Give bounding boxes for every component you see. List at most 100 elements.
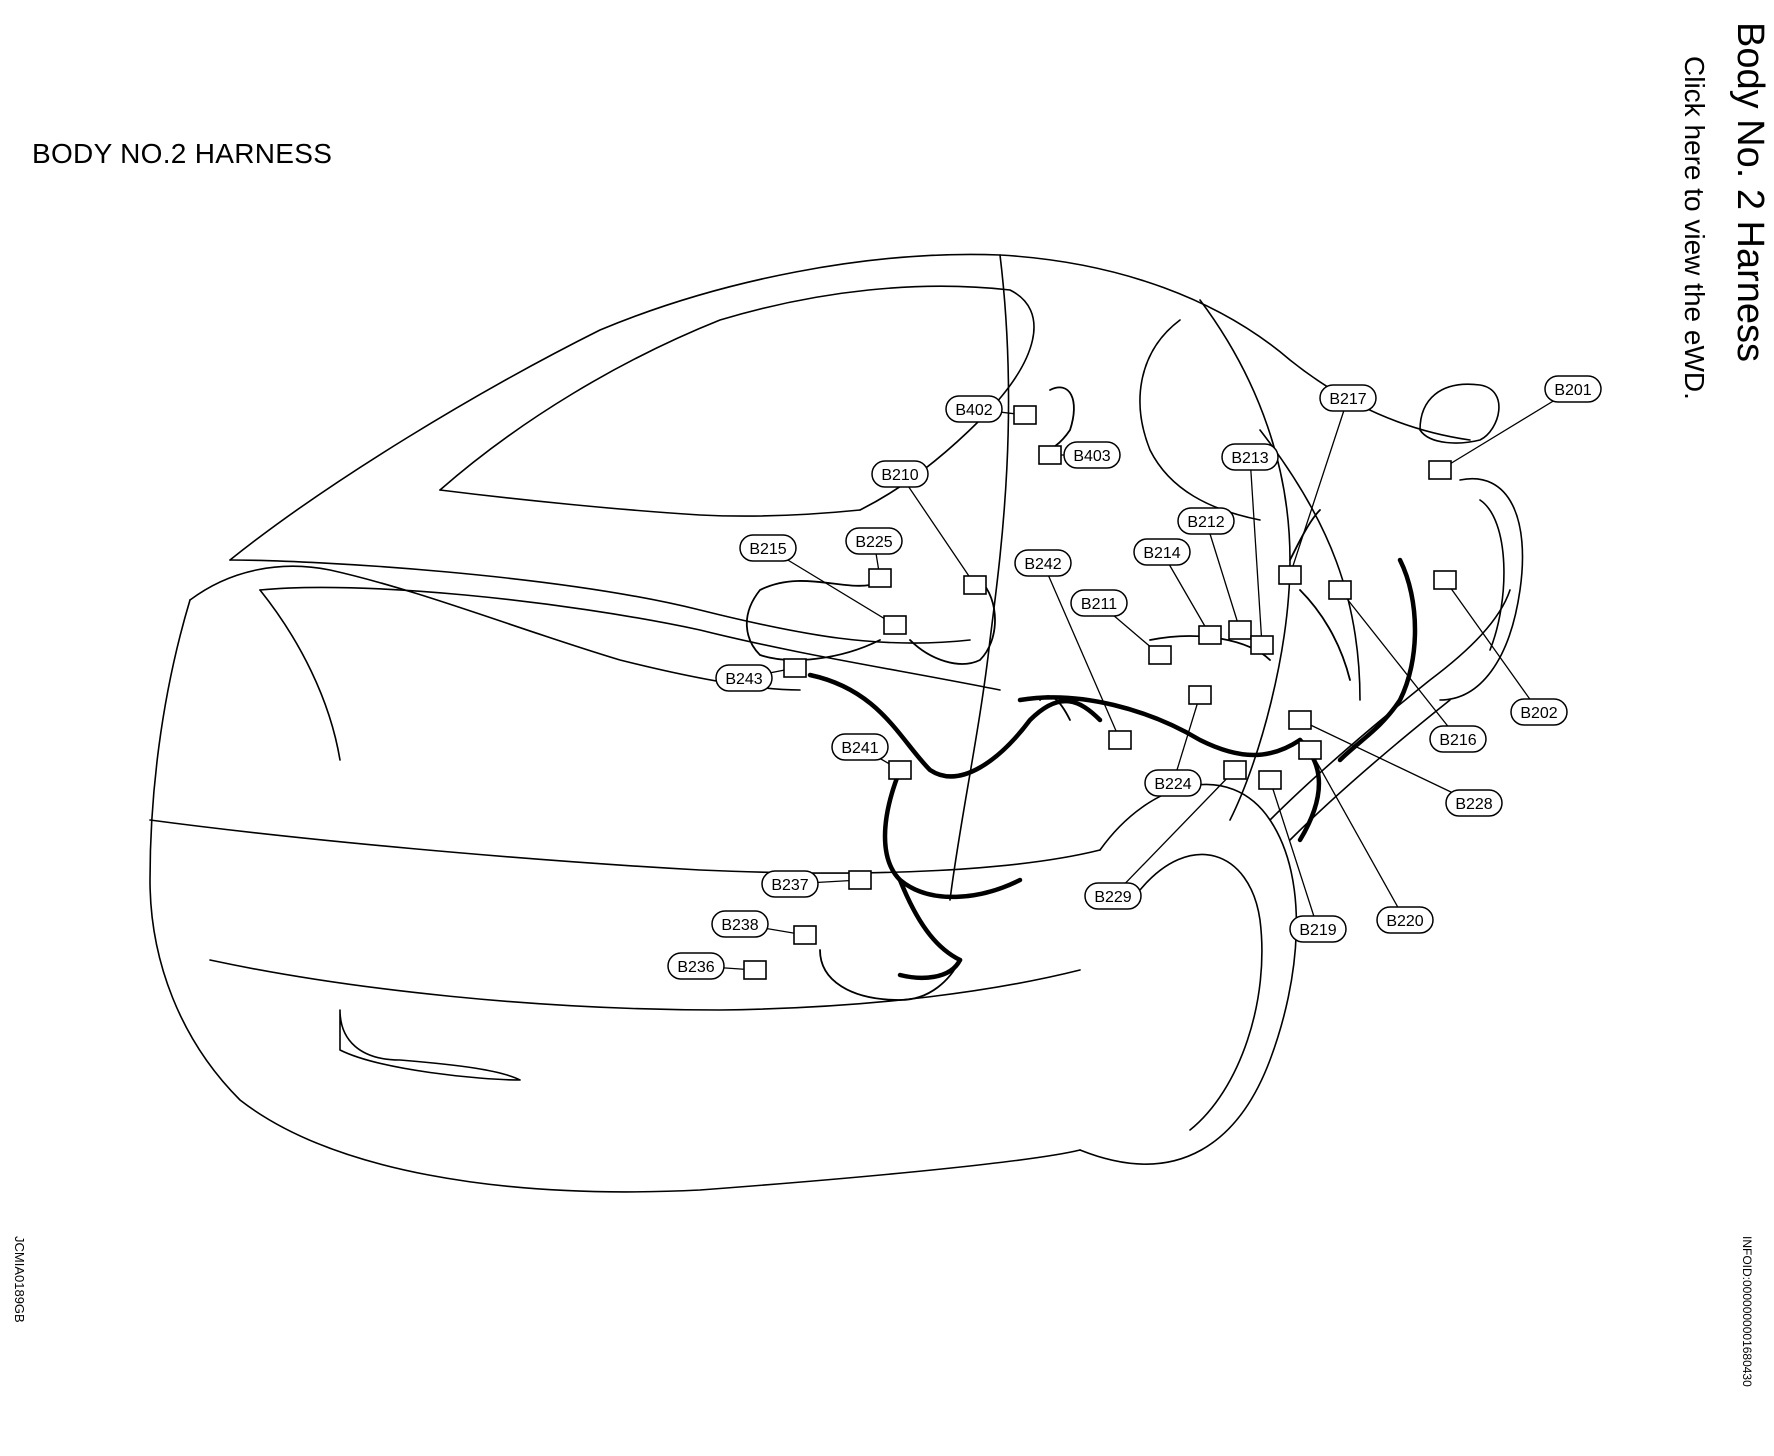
- connector-b236[interactable]: B236: [667, 952, 767, 980]
- connector-plug-icon: [1433, 570, 1457, 590]
- connector-label: B228: [1455, 796, 1492, 813]
- leader-line: [1112, 769, 1236, 897]
- connector-plug-icon: [1228, 620, 1252, 640]
- connector-b219[interactable]: B219: [1258, 770, 1347, 943]
- connector-plug-icon: [793, 925, 817, 945]
- connector-label: B241: [841, 740, 878, 757]
- connector-label: B403: [1073, 448, 1110, 465]
- connector-badge: [1221, 443, 1279, 471]
- connector-b228[interactable]: B228: [1288, 710, 1503, 817]
- connector-plug-icon: [1278, 565, 1302, 585]
- connector-badge: [945, 395, 1003, 423]
- leader-line: [1205, 520, 1241, 631]
- connector-badge: [831, 733, 889, 761]
- connector-plug-icon: [883, 615, 907, 635]
- connector-label: B243: [725, 671, 762, 688]
- leader-line: [1299, 719, 1475, 804]
- connector-badge: [871, 460, 929, 488]
- connector-label: B211: [1081, 596, 1117, 613]
- connector-badge: [1319, 384, 1377, 412]
- connector-badge: [1063, 441, 1121, 469]
- connector-badge: [1177, 507, 1235, 535]
- connector-plug-icon: [1288, 710, 1312, 730]
- connector-b242[interactable]: B242: [1014, 549, 1132, 750]
- leader-line: [1172, 694, 1201, 784]
- connector-b220[interactable]: B220: [1298, 740, 1434, 934]
- connector-label: B229: [1094, 889, 1131, 906]
- connector-plug-icon: [868, 568, 892, 588]
- leader-line: [1042, 562, 1121, 741]
- connector-plug-icon: [783, 658, 807, 678]
- connector-label: B402: [955, 402, 992, 419]
- connector-b210[interactable]: B210: [871, 460, 987, 595]
- connector-plug-icon: [1013, 405, 1037, 425]
- figure-code: JCMIA0189GB: [12, 1236, 27, 1323]
- connector-badge: [1144, 769, 1202, 797]
- connector-b213[interactable]: B213: [1221, 443, 1279, 655]
- leader-line: [1309, 749, 1406, 921]
- connector-plug-icon: [848, 870, 872, 890]
- connector-plug-icon: [1428, 460, 1452, 480]
- connector-plug-icon: [1198, 625, 1222, 645]
- connector-label: B213: [1231, 450, 1268, 467]
- connector-badge: [1445, 789, 1503, 817]
- connector-label: B214: [1143, 545, 1180, 562]
- connector-badge: [1429, 725, 1487, 753]
- car-outline: [149, 253, 1524, 1193]
- connector-plug-icon: [1328, 580, 1352, 600]
- connector-b214[interactable]: B214: [1133, 538, 1222, 645]
- connector-b215[interactable]: B215: [739, 534, 907, 635]
- connector-b201[interactable]: B201: [1428, 375, 1602, 480]
- connector-badge: [1376, 906, 1434, 934]
- connector-b202[interactable]: B202: [1433, 570, 1568, 726]
- connector-b212[interactable]: B212: [1177, 507, 1252, 640]
- connector-plug-icon: [1108, 730, 1132, 750]
- connector-plug-icon: [1258, 770, 1282, 790]
- connector-plug-icon: [1298, 740, 1322, 760]
- leader-line: [1269, 779, 1319, 930]
- connector-plug-icon: [888, 760, 912, 780]
- connector-label: B210: [881, 467, 918, 484]
- connector-b229[interactable]: B229: [1084, 760, 1247, 910]
- info-id: INFOID:0000000001680430: [1740, 1236, 1754, 1387]
- connector-b243[interactable]: B243: [715, 658, 807, 692]
- connector-label: B238: [721, 917, 758, 934]
- ewd-link[interactable]: Click here to view the eWD.: [1679, 56, 1710, 400]
- connector-badge: [761, 870, 819, 898]
- connector-badge: [667, 952, 725, 980]
- connector-b403[interactable]: B403: [1038, 441, 1121, 469]
- connector-b217[interactable]: B217: [1278, 384, 1377, 585]
- connector-label: B220: [1386, 913, 1423, 930]
- connector-b238[interactable]: B238: [711, 910, 817, 945]
- connector-label: B215: [749, 541, 786, 558]
- leader-line: [1439, 388, 1574, 471]
- connector-badge: [739, 534, 797, 562]
- connector-b241[interactable]: B241: [831, 733, 912, 780]
- branch-wires: [745, 386, 1351, 1001]
- connector-badge: [1084, 882, 1142, 910]
- leader-line: [1289, 397, 1349, 576]
- connector-b225[interactable]: B225: [845, 527, 903, 588]
- leader-line: [1339, 589, 1459, 740]
- connector-label: B242: [1024, 556, 1061, 573]
- connector-b216[interactable]: B216: [1328, 580, 1487, 753]
- connector-badge: [1133, 538, 1191, 566]
- connector-plug-icon: [1038, 445, 1062, 465]
- connector-b211[interactable]: B211: [1070, 589, 1172, 665]
- connector-badge: [1510, 698, 1568, 726]
- connector-badge: [1014, 549, 1072, 577]
- connector-b402[interactable]: B402: [945, 395, 1037, 425]
- connector-plug-icon: [1188, 685, 1212, 705]
- connector-badge: [1544, 375, 1602, 403]
- connector-badge: [711, 910, 769, 938]
- connector-badge: [715, 664, 773, 692]
- connector-b237[interactable]: B237: [761, 870, 872, 898]
- connector-b224[interactable]: B224: [1144, 685, 1212, 797]
- connector-label: B201: [1554, 382, 1591, 399]
- connector-plug-icon: [963, 575, 987, 595]
- connector-badge: [1070, 589, 1128, 617]
- leader-line: [1249, 456, 1263, 646]
